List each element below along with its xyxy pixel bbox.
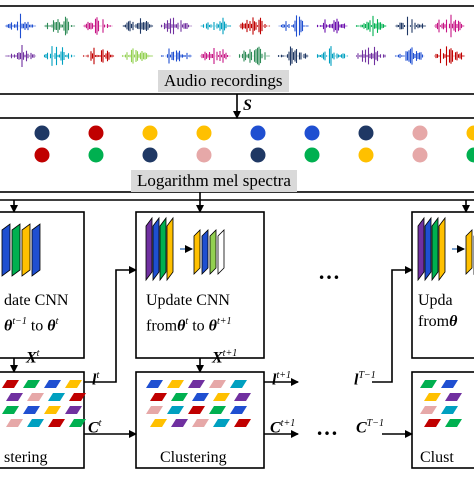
cnn-layer xyxy=(12,224,20,276)
to-word: to xyxy=(31,317,43,334)
x-symbol: X xyxy=(212,349,223,366)
spectrum-dot xyxy=(143,126,158,141)
x-variable-2: Xt+1 xyxy=(212,346,237,366)
clustering-label-2: Clustering xyxy=(160,449,227,467)
update-cnn-label-3: Upda xyxy=(418,292,453,310)
c-variable-2: Ct+1 xyxy=(270,416,295,436)
theta-symbol: θ xyxy=(449,313,457,330)
theta-range-2: fromθt to θt+1 xyxy=(146,313,232,335)
l-sup: t+1 xyxy=(276,370,291,381)
spectrum-dot xyxy=(89,148,104,163)
c-symbol: C xyxy=(356,419,367,436)
l-variable-3: lT−1 xyxy=(354,368,376,388)
cnn-layer xyxy=(32,224,40,276)
clustering-label-1: stering xyxy=(4,449,48,467)
spectrum-dot xyxy=(35,126,50,141)
theta-symbol: θ xyxy=(47,317,55,334)
l-arrow-1 xyxy=(84,270,136,382)
spectrum-dot xyxy=(305,126,320,141)
x-sup: t+1 xyxy=(223,348,238,359)
cnn-layer xyxy=(466,230,472,274)
spectrum-dot xyxy=(413,126,428,141)
theta-range-3: fromθ xyxy=(418,313,457,331)
from-word: from xyxy=(418,313,449,330)
l-arrow-3 xyxy=(372,270,412,382)
c-sup: T−1 xyxy=(367,418,384,429)
theta-range-1: θt−1 to θt xyxy=(4,313,58,335)
c-variable-1: Ct xyxy=(88,416,101,436)
cnn-layer xyxy=(425,218,431,280)
x-sup: t xyxy=(37,348,40,359)
l-sup: t xyxy=(96,370,99,381)
s-variable: S xyxy=(243,98,252,114)
theta-symbol: θ xyxy=(209,317,217,334)
spectrum-dot xyxy=(359,148,374,163)
theta-from-sup: t xyxy=(185,316,188,327)
cnn-layer xyxy=(432,218,438,280)
cnn-layer xyxy=(153,218,159,280)
cnn-layer xyxy=(439,218,445,280)
cnn-layer xyxy=(160,218,166,280)
c-sup: t+1 xyxy=(281,418,296,429)
audio-label: Audio recordings xyxy=(158,70,289,92)
cnn-layer xyxy=(167,218,173,280)
cnn-layer xyxy=(218,230,224,274)
cnn-layer xyxy=(146,218,152,280)
spectrum-dot xyxy=(89,126,104,141)
update-cnn-label-2: Update CNN xyxy=(146,292,230,310)
c-symbol: C xyxy=(88,419,99,436)
l-sup: T−1 xyxy=(358,370,375,381)
cnn-layer xyxy=(22,224,30,276)
l-variable-1: lt xyxy=(92,368,99,388)
c-sup: t xyxy=(99,418,102,429)
to-word: to xyxy=(192,317,204,334)
ellipsis-top: … xyxy=(318,262,343,282)
spectrum-dot xyxy=(251,148,266,163)
cnn-layer xyxy=(210,230,216,274)
x-variable-1: Xt xyxy=(26,346,39,366)
spectrum-dot xyxy=(305,148,320,163)
clustering-label-3: Clust xyxy=(420,449,454,467)
ellipsis-bottom: … xyxy=(316,418,341,438)
theta-to-sup: t+1 xyxy=(217,316,232,327)
cnn-layer xyxy=(418,218,424,280)
spectrum-dot xyxy=(197,148,212,163)
spectrum-dot xyxy=(197,126,212,141)
x-symbol: X xyxy=(26,349,37,366)
c-variable-3: CT−1 xyxy=(356,416,384,436)
cnn-layer xyxy=(202,230,208,274)
cnn-layer xyxy=(2,224,10,276)
spectrum-dot xyxy=(251,126,266,141)
c-symbol: C xyxy=(270,419,281,436)
cnn-layer xyxy=(194,230,200,274)
spectrum-dot xyxy=(143,148,158,163)
theta-from-sup: t−1 xyxy=(12,316,27,327)
update-cnn-label-1: date CNN xyxy=(4,292,68,310)
spectrum-dot xyxy=(35,148,50,163)
spectrum-dot xyxy=(359,126,374,141)
spectrum-dot xyxy=(413,148,428,163)
from-word: from xyxy=(146,317,177,334)
theta-to-sup: t xyxy=(56,316,59,327)
spectra-label: Logarithm mel spectra xyxy=(131,170,297,192)
l-variable-2: lt+1 xyxy=(272,368,291,388)
